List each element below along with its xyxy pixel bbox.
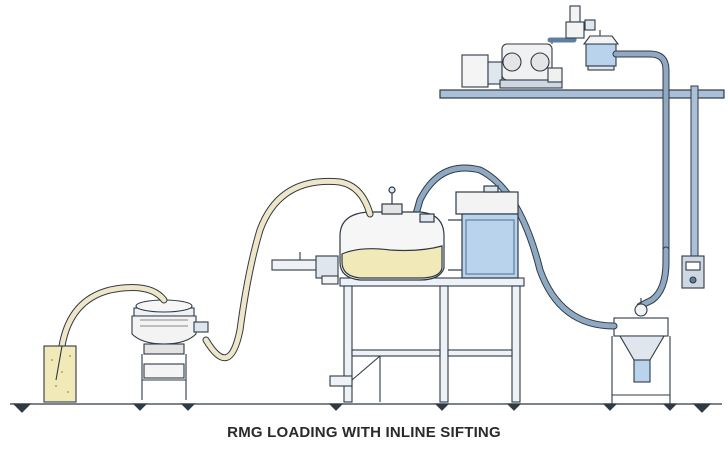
receiving-hopper-icon [611, 298, 671, 404]
rmg-icon [339, 186, 445, 281]
control-panel-icon [448, 185, 519, 279]
control-box-icon [681, 255, 705, 289]
discharge-arm [271, 252, 339, 285]
sifter-icon [131, 299, 209, 400]
vacuum-filter-icon [565, 5, 596, 39]
conveying-line-upper [612, 50, 670, 254]
floor-line [10, 403, 722, 413]
container-icon [43, 345, 77, 403]
diagram-caption: RMG LOADING WITH INLINE SIFTING [227, 424, 501, 441]
ceiling-beam [439, 89, 725, 99]
hopper-icon [582, 30, 620, 71]
drop-pipe [690, 85, 699, 257]
platform-frame [329, 277, 525, 403]
vacuum-pump-icon [461, 38, 563, 89]
